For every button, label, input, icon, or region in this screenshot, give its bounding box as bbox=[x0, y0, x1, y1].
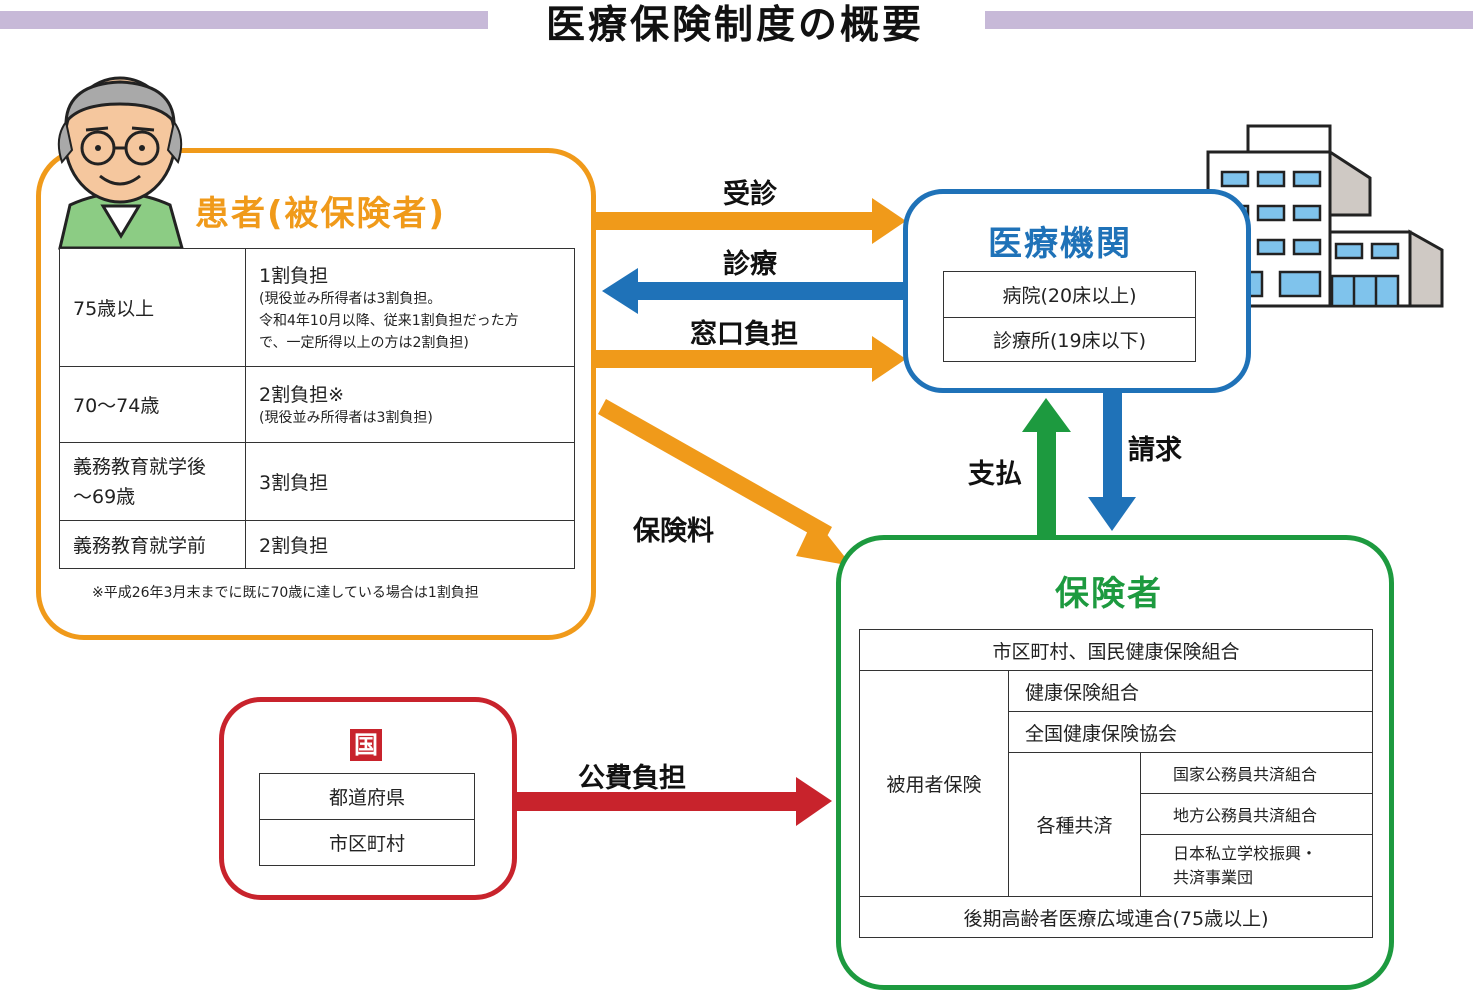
copay-label: 窓口負担 bbox=[690, 319, 798, 350]
visit-arrow bbox=[596, 198, 906, 244]
burden-value: 1割負担 bbox=[259, 265, 329, 287]
age-cell: 75歳以上 bbox=[59, 248, 246, 367]
kyosai-national-cell: 国家公務員共済組合 bbox=[1140, 752, 1373, 794]
burden-cell: 2割負担※ (現役並み所得者は3割負担) bbox=[245, 366, 575, 443]
prefecture-cell: 都道府県 bbox=[259, 773, 475, 820]
burden-value: 2割負担※ bbox=[259, 384, 345, 406]
visit-label: 受診 bbox=[723, 179, 777, 210]
state-table: 都道府県 市区町村 bbox=[259, 773, 475, 866]
table-row: 市区町村 bbox=[259, 819, 475, 866]
insurer-table: 市区町村、国民健康保険組合 被用者保険 健康保険組合 全国健康保険協会 各種共済… bbox=[859, 629, 1373, 938]
late-elderly-cell: 後期高齢者医療広域連合(75歳以上) bbox=[859, 896, 1373, 938]
claim-arrow bbox=[1088, 393, 1136, 531]
public-burden-arrow bbox=[517, 777, 832, 826]
kyokai-cell: 全国健康保険協会 bbox=[1008, 711, 1373, 753]
national-health-cell: 市区町村、国民健康保険組合 bbox=[859, 629, 1373, 671]
table-row: 義務教育就学前 2割負担 bbox=[59, 520, 575, 569]
claim-label: 請求 bbox=[1128, 435, 1182, 466]
hospital-building-icon bbox=[1206, 124, 1444, 308]
treatment-arrow bbox=[602, 268, 904, 314]
table-row: 病院(20床以上) bbox=[943, 271, 1196, 318]
payment-label: 支払 bbox=[968, 459, 1022, 490]
table-row: 日本私立学校振興・ 共済事業団 bbox=[860, 834, 1373, 897]
table-row: 後期高齢者医療広域連合(75歳以上) bbox=[859, 896, 1373, 938]
title-bar-right bbox=[985, 11, 1473, 29]
table-row: 都道府県 bbox=[259, 773, 475, 820]
premium-label: 保険料 bbox=[633, 516, 714, 547]
table-row: 75歳以上 1割負担 (現役並み所得者は3割負担。 令和4年10月以降、従来1割… bbox=[59, 248, 575, 367]
age-cell: 義務教育就学前 bbox=[59, 520, 246, 569]
page-title: 医療保険制度の概要 bbox=[545, 2, 924, 48]
kyosai-local-cell: 地方公務員共済組合 bbox=[1140, 793, 1373, 835]
burden-cell: 1割負担 (現役並み所得者は3割負担。 令和4年10月以降、従来1割負担だった方… bbox=[245, 248, 575, 367]
clinic-cell: 診療所(19床以下) bbox=[943, 317, 1196, 362]
state-title-badge: 国 bbox=[350, 729, 382, 761]
medical-institution-table: 病院(20床以上) 診療所(19床以下) bbox=[943, 271, 1196, 362]
patient-burden-table: 75歳以上 1割負担 (現役並み所得者は3割負担。 令和4年10月以降、従来1割… bbox=[59, 248, 575, 569]
kyosai-cell: 各種共済 bbox=[1008, 752, 1141, 897]
table-row: 全国健康保険協会 bbox=[860, 711, 1373, 753]
premium-arrow bbox=[598, 399, 852, 566]
table-row: 各種共済 国家公務員共済組合 bbox=[860, 752, 1373, 897]
private-school-cell: 日本私立学校振興・ 共済事業団 bbox=[1140, 834, 1373, 897]
employee-insurance-cell: 被用者保険 bbox=[859, 670, 1009, 897]
hospital-cell: 病院(20床以上) bbox=[943, 271, 1196, 318]
payment-arrow bbox=[1022, 398, 1071, 537]
table-row: 被用者保険 健康保険組合 bbox=[859, 670, 1373, 897]
table-row: 義務教育就学後 〜69歳 3割負担 bbox=[59, 442, 575, 521]
municipality-cell: 市区町村 bbox=[259, 819, 475, 866]
burden-cell: 2割負担 bbox=[245, 520, 575, 569]
patient-title: 患者(被保険者) bbox=[195, 194, 447, 234]
public-burden-label: 公費負担 bbox=[578, 763, 686, 794]
insurer-title: 保険者 bbox=[1055, 574, 1163, 614]
age-cell: 義務教育就学後 〜69歳 bbox=[59, 442, 246, 521]
medical-title: 医療機関 bbox=[988, 224, 1132, 264]
title-bar-left bbox=[0, 11, 488, 29]
burden-cell: 3割負担 bbox=[245, 442, 575, 521]
patient-footnote: ※平成26年3月末までに既に70歳に達している場合は1割負担 bbox=[92, 585, 479, 601]
table-row: 診療所(19床以下) bbox=[943, 317, 1196, 362]
kenpo-cell: 健康保険組合 bbox=[1008, 670, 1373, 712]
table-row: 70〜74歳 2割負担※ (現役並み所得者は3割負担) bbox=[59, 366, 575, 443]
copay-arrow bbox=[596, 336, 906, 382]
treatment-label: 診療 bbox=[723, 249, 777, 280]
burden-note: (現役並み所得者は3割負担。 令和4年10月以降、従来1割負担だった方 で、一定… bbox=[259, 291, 519, 351]
age-cell: 70〜74歳 bbox=[59, 366, 246, 443]
burden-note: (現役並み所得者は3割負担) bbox=[259, 410, 433, 426]
table-row: 市区町村、国民健康保険組合 bbox=[859, 629, 1373, 671]
